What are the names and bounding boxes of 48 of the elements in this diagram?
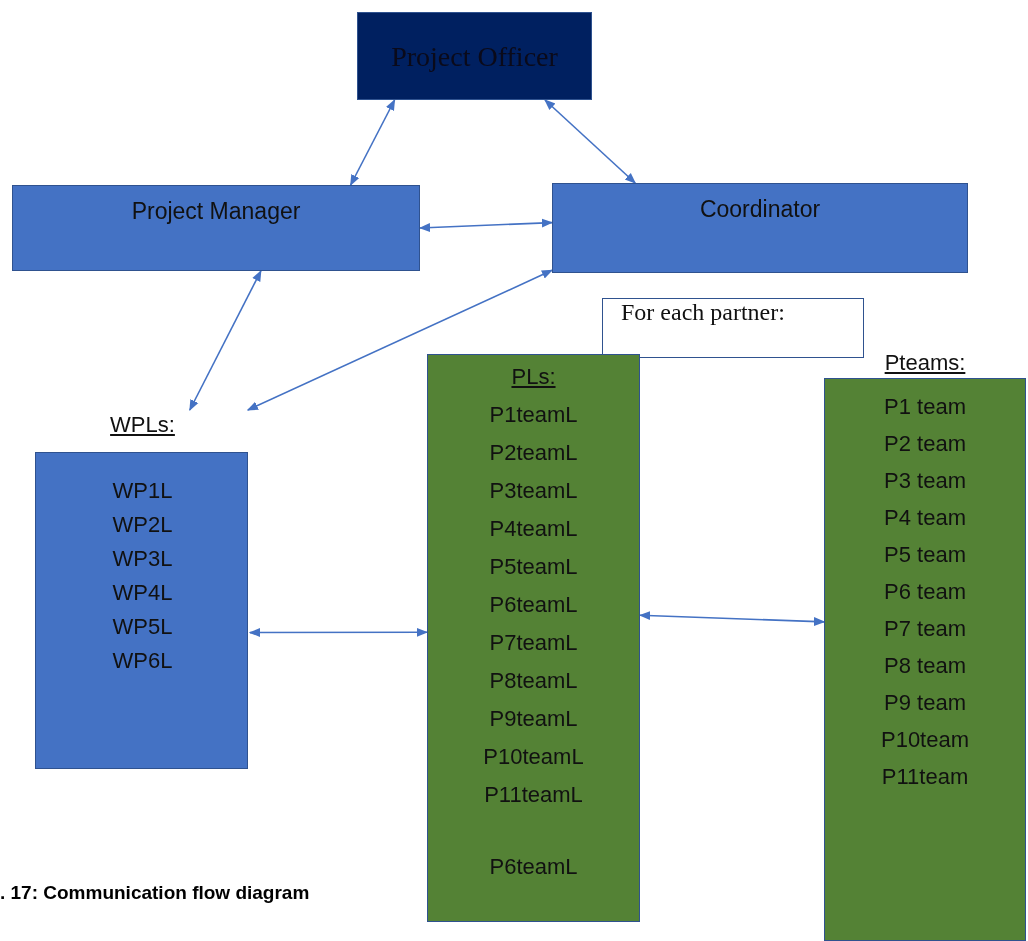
list-item: P4 team	[883, 505, 967, 531]
list-item: P10team	[879, 727, 971, 753]
role-label: Project Officer	[390, 40, 559, 73]
role-box	[552, 183, 968, 273]
double-arrow	[248, 627, 429, 638]
list-item: P7teamL	[488, 630, 579, 656]
list-item: WP2L	[111, 512, 174, 538]
list-item: P8teamL	[488, 668, 579, 694]
role-box	[12, 185, 420, 271]
list-item: P5teamL	[488, 554, 579, 580]
role-label: Project Manager	[130, 197, 302, 225]
list-item: P7 team	[883, 616, 967, 642]
double-arrow	[349, 99, 396, 186]
list-heading: PLs:	[510, 364, 557, 390]
double-arrow	[638, 611, 826, 626]
list-item: P11teamL	[483, 782, 584, 808]
double-arrow	[189, 270, 262, 411]
list-item: P10teamL	[482, 744, 585, 770]
list-item: P8 team	[883, 653, 967, 679]
list-item: P11team	[880, 764, 970, 790]
list-item: P6teamL	[488, 854, 579, 881]
list-item: P1teamL	[488, 402, 579, 428]
list-item: P2teamL	[488, 440, 579, 466]
list-item: WP3L	[111, 546, 174, 572]
note-box	[602, 298, 864, 358]
list-item: P6teamL	[488, 592, 579, 618]
note-text: For each partner:	[620, 299, 786, 326]
list-heading: Pteams:	[883, 350, 967, 376]
list-item: P3 team	[883, 468, 967, 494]
list-item: WP6L	[111, 648, 174, 674]
list-item: P9teamL	[488, 706, 579, 732]
double-arrow	[544, 99, 636, 184]
list-item: P4teamL	[488, 516, 579, 542]
list-item: P5 team	[883, 542, 967, 568]
list-item: P6 team	[883, 579, 967, 605]
list-item: P2 team	[883, 431, 967, 457]
list-item: P1 team	[883, 394, 967, 420]
list-item: WP4L	[111, 580, 174, 606]
list-heading: WPLs:	[109, 412, 176, 438]
caption: . 17: Communication flow diagram	[0, 882, 310, 904]
list-item: WP5L	[111, 614, 174, 640]
list-item: P9 team	[883, 690, 967, 716]
officer-box	[357, 12, 592, 100]
role-label: Coordinator	[698, 195, 822, 223]
double-arrow	[418, 218, 554, 233]
list-item: WP1L	[111, 478, 174, 504]
double-arrow	[246, 269, 553, 411]
list-item: P3teamL	[488, 478, 579, 504]
